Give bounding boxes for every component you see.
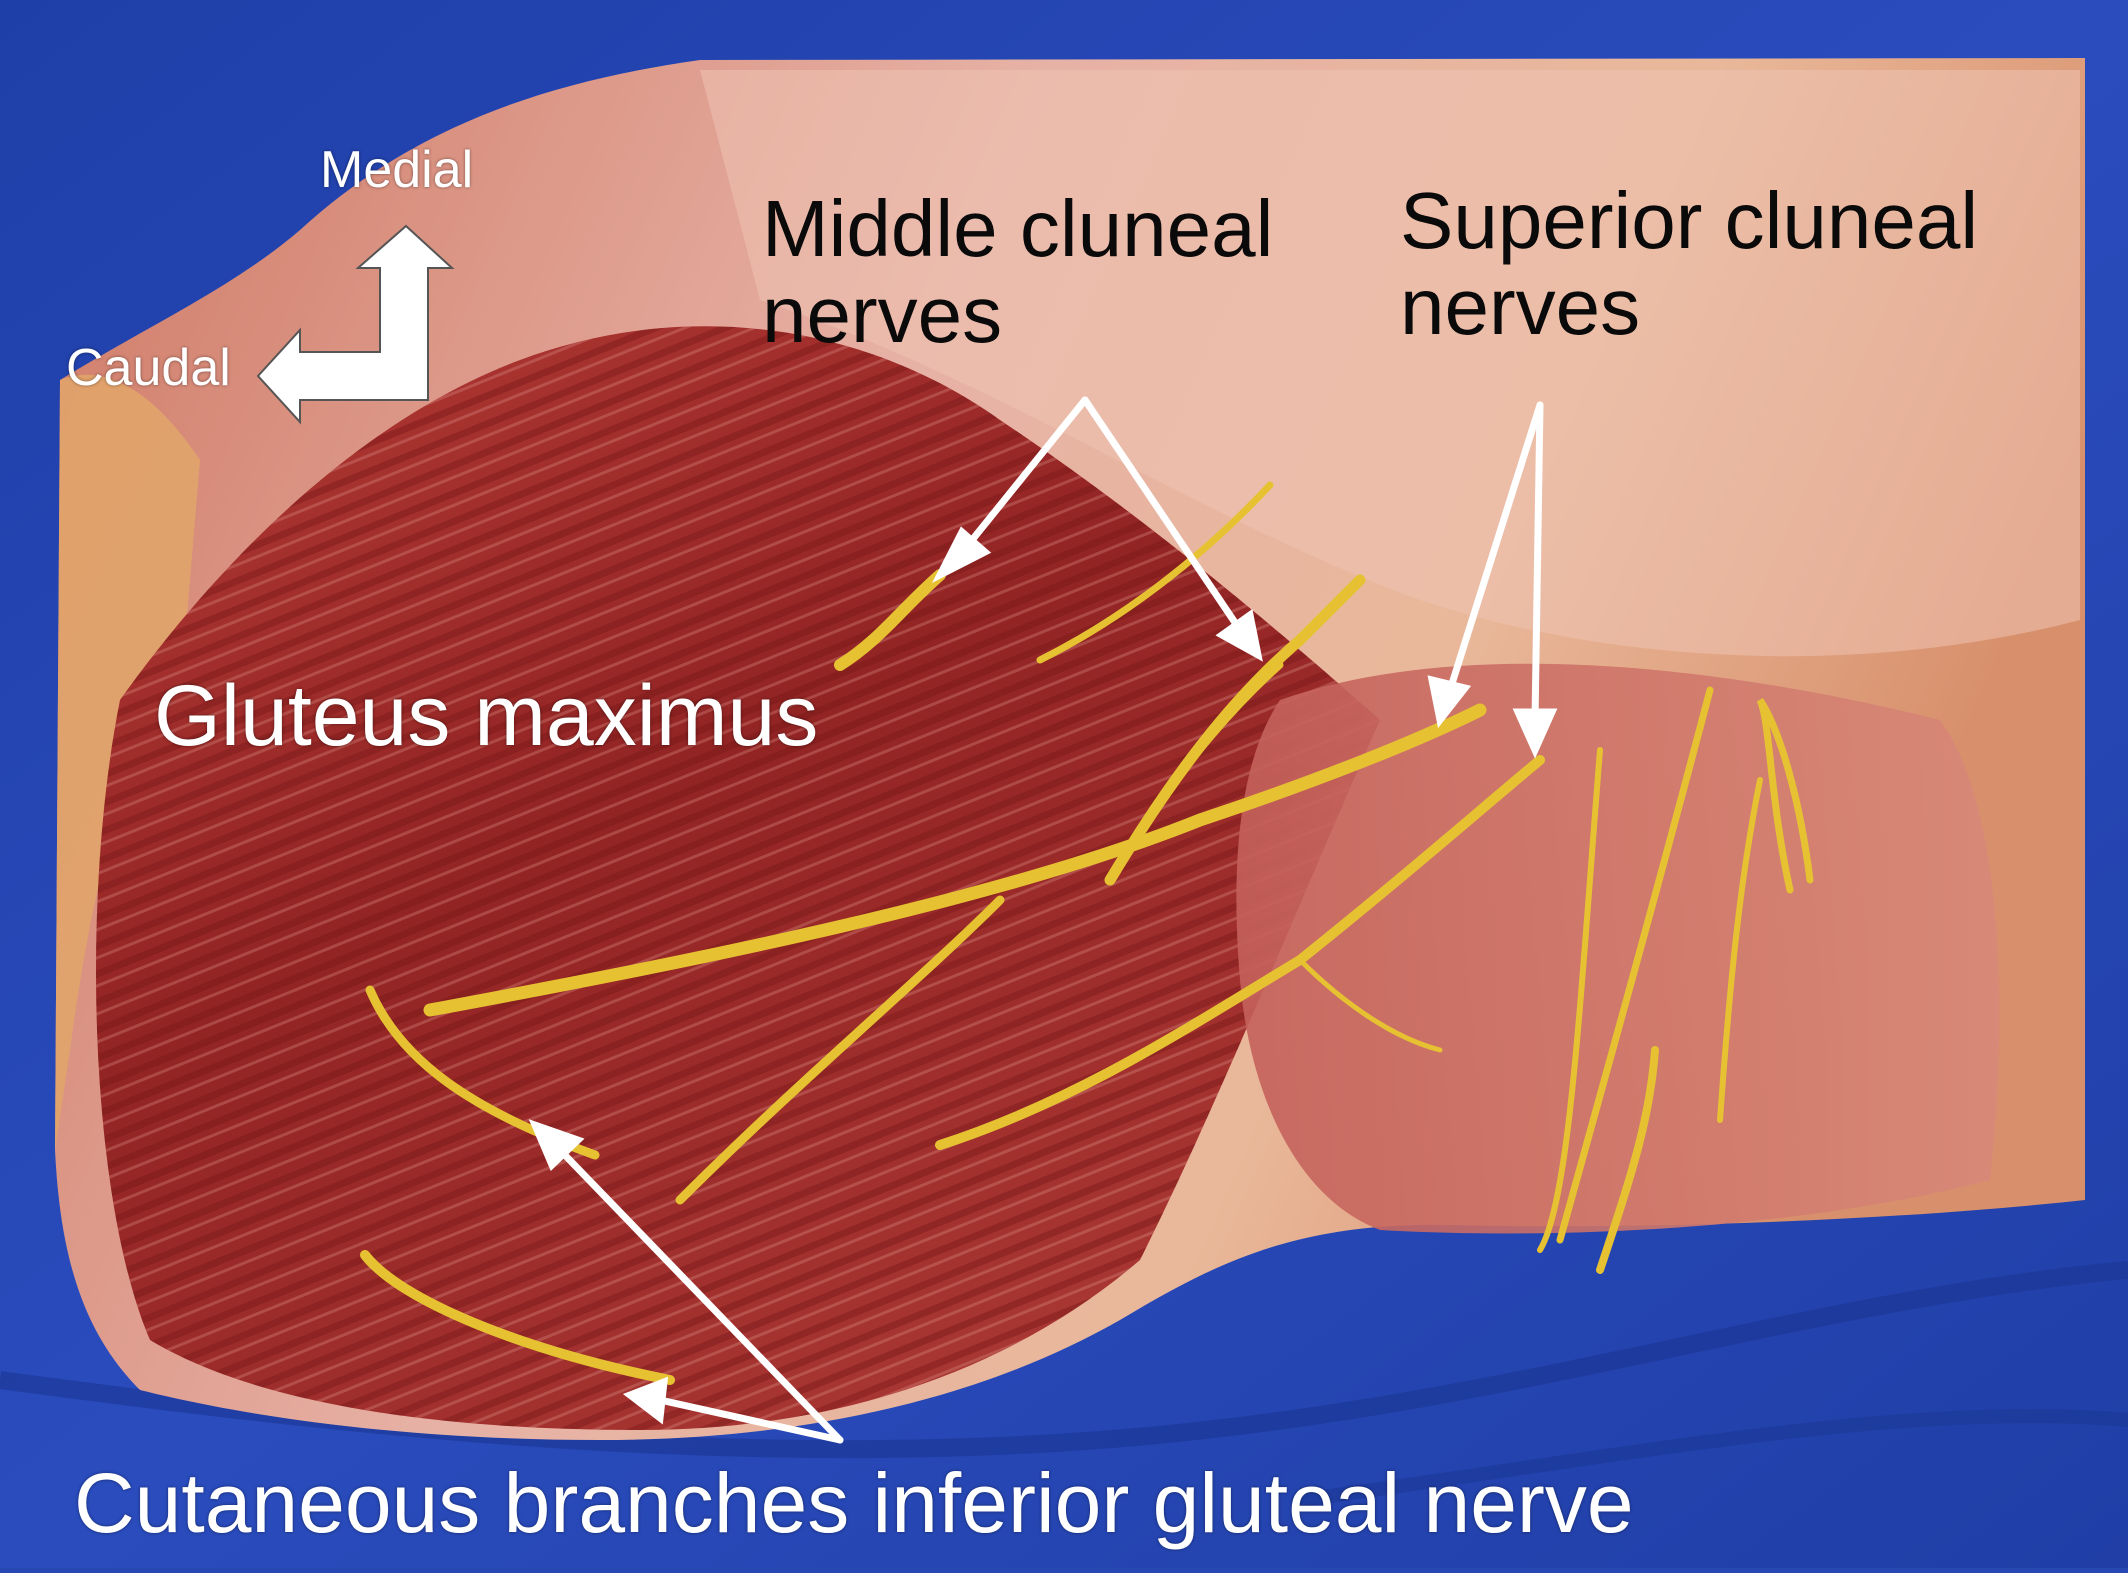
nerve (1717, 777, 1763, 1123)
label-line: Middle cluneal (762, 184, 1274, 273)
label-line: nerves (762, 270, 1003, 360)
nerve (935, 755, 1545, 1150)
label-line: nerves (1400, 262, 1641, 352)
arrow-cutaneous (556, 1146, 844, 1444)
arrow-cutaneous (656, 1396, 844, 1444)
arrow-middle-cluneal (1081, 396, 1244, 634)
arrow-head (622, 1376, 669, 1425)
nerve (423, 703, 1487, 1017)
arrow-superior-cluneal (1531, 401, 1544, 724)
arrow-head (1512, 708, 1558, 759)
arrow-middle-cluneal (956, 396, 1089, 559)
nerve (675, 895, 1005, 1205)
drape-fold (1299, 1409, 2128, 1507)
label-medial: Medial (320, 141, 474, 199)
nerve (1537, 747, 1603, 1253)
fascia-band (700, 70, 2080, 657)
nerves (360, 481, 1814, 1385)
nerve (1596, 1046, 1659, 1274)
arrow-head (1215, 609, 1263, 662)
arrow-superior-cluneal (1446, 401, 1544, 694)
nerve (360, 1250, 675, 1385)
nerve (1556, 686, 1714, 1244)
arrow-head (1427, 675, 1472, 729)
label-caudal: Caudal (66, 339, 231, 397)
lateral-muscle (1236, 663, 2000, 1234)
label-middle-cluneal-nerves: Middle cluneal nerves (762, 184, 1274, 360)
nerve (1756, 698, 1814, 894)
label-cutaneous-branches: Cutaneous branches inferior gluteal nerv… (74, 1456, 1634, 1550)
nerve (1297, 957, 1443, 1053)
nerve (1036, 481, 1274, 664)
arrow-head (931, 526, 992, 584)
pointer-arrows (528, 396, 1558, 1444)
nerve (1146, 661, 1284, 819)
orientation-arrow (256, 224, 455, 425)
label-superior-cluneal-nerves: Superior cluneal nerves (1400, 176, 1979, 352)
nerve (834, 569, 946, 671)
arrow-head (528, 1119, 585, 1172)
label-gluteus-maximus: Gluteus maximus (154, 668, 819, 764)
muscle-fibers (96, 326, 1380, 1430)
label-line: Superior cluneal (1400, 176, 1979, 265)
